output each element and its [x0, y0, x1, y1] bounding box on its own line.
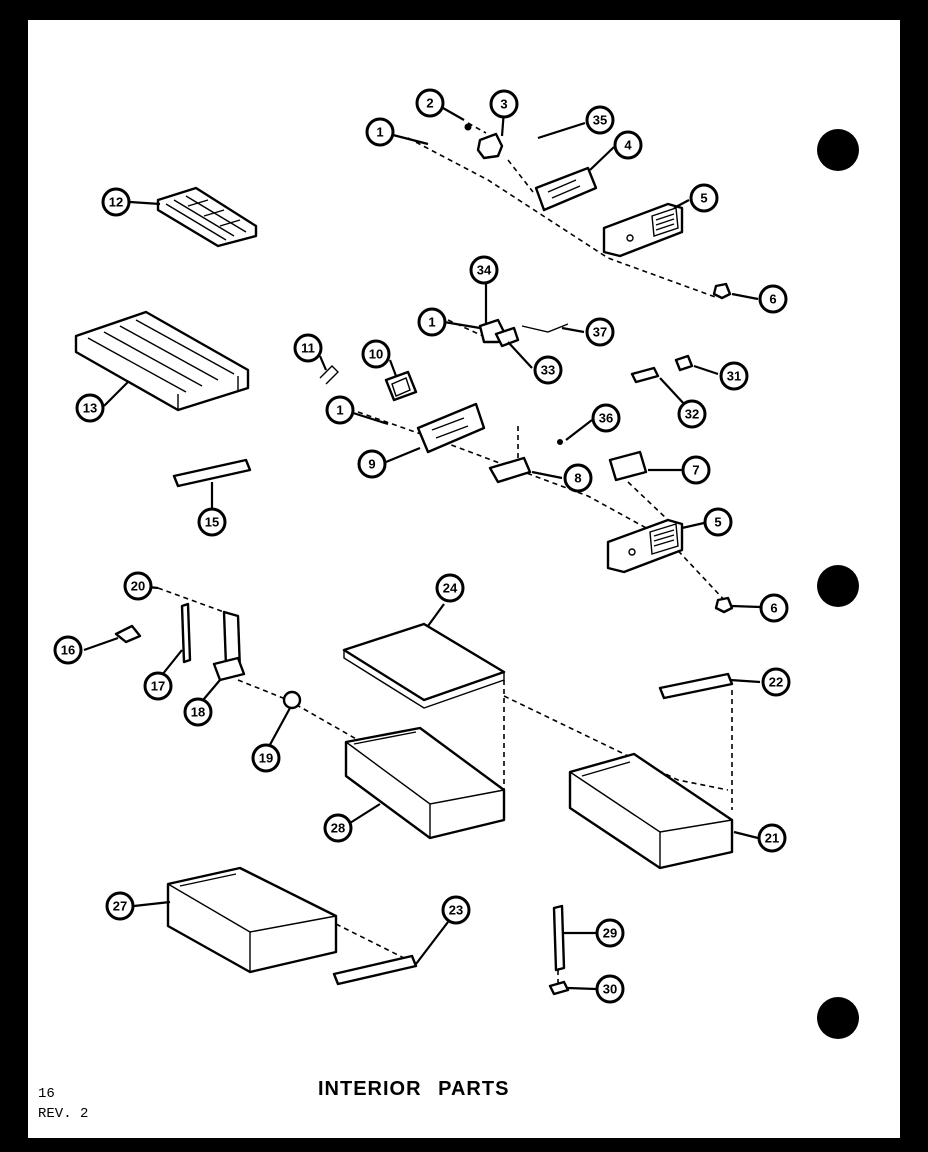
svg-text:27: 27 [113, 899, 127, 914]
svg-text:19: 19 [259, 751, 273, 766]
svg-text:36: 36 [599, 411, 613, 426]
svg-text:4: 4 [624, 138, 632, 153]
svg-text:23: 23 [449, 903, 463, 918]
callout-20: 20 [123, 571, 153, 601]
callout-1-middle: 1 [325, 395, 355, 425]
callout-28: 28 [323, 813, 353, 843]
callout-9: 9 [357, 449, 387, 479]
page-number: 16 [38, 1086, 55, 1102]
svg-text:37: 37 [593, 325, 607, 340]
svg-text:22: 22 [769, 675, 783, 690]
svg-text:35: 35 [593, 113, 607, 128]
callout-19: 19 [251, 743, 281, 773]
svg-text:9: 9 [368, 457, 375, 472]
callout-18: 18 [183, 697, 213, 727]
callout-30: 30 [595, 974, 625, 1004]
callout-2: 2 [415, 88, 445, 118]
callout-11: 11 [293, 333, 323, 363]
ice-tray-rack [74, 310, 250, 412]
callout-36: 36 [591, 403, 621, 433]
callout-37: 37 [585, 317, 615, 347]
callout-3: 3 [489, 89, 519, 119]
callout-29: 29 [595, 918, 625, 948]
top-control-assembly [407, 122, 732, 300]
middle-control-assembly [319, 318, 734, 614]
parts-diagram-sheet: 1 2 3 35 4 5 6 12 34 1 37 33 13 11 10 1 … [28, 20, 900, 1138]
callout-16: 16 [53, 635, 83, 665]
svg-text:5: 5 [714, 515, 721, 530]
punch-hole-middle [817, 565, 859, 607]
svg-text:6: 6 [769, 292, 776, 307]
svg-text:31: 31 [727, 369, 741, 384]
callouts: 1 2 3 35 4 5 6 12 34 1 37 33 13 11 10 1 … [53, 88, 791, 1004]
svg-text:17: 17 [151, 679, 165, 694]
svg-text:34: 34 [477, 263, 492, 278]
svg-text:13: 13 [83, 401, 97, 416]
punch-hole-top [817, 129, 859, 171]
svg-text:24: 24 [443, 581, 458, 596]
callout-34: 34 [469, 255, 499, 285]
callout-12: 12 [101, 187, 131, 217]
rail-right-upper [658, 672, 734, 810]
svg-text:10: 10 [369, 347, 383, 362]
svg-text:5: 5 [700, 191, 707, 206]
callout-31: 31 [719, 361, 749, 391]
callout-5-middle: 5 [703, 507, 733, 537]
support-post [548, 904, 570, 996]
svg-text:12: 12 [109, 195, 123, 210]
svg-text:1: 1 [376, 125, 383, 140]
ice-tray [156, 186, 258, 248]
callout-10-top: 10 [361, 339, 391, 369]
callout-1-top: 1 [365, 117, 395, 147]
punch-hole-bottom [817, 997, 859, 1039]
callout-4: 4 [613, 130, 643, 160]
svg-text:7: 7 [692, 463, 699, 478]
rail-left [172, 458, 252, 488]
callout-8: 8 [563, 463, 593, 493]
svg-text:21: 21 [765, 831, 779, 846]
svg-text:28: 28 [331, 821, 345, 836]
rail-bottom [332, 954, 418, 986]
svg-text:1: 1 [336, 403, 343, 418]
callout-24: 24 [435, 573, 465, 603]
crisper-pan-left [344, 726, 506, 840]
callout-15: 15 [197, 507, 227, 537]
callout-35: 35 [585, 105, 615, 135]
callout-1-middle-upper: 1 [417, 307, 447, 337]
svg-text:11: 11 [301, 341, 315, 356]
callout-22: 22 [761, 667, 791, 697]
svg-text:15: 15 [205, 515, 219, 530]
callout-21: 21 [757, 823, 787, 853]
exploded-parts-drawing: 1 2 3 35 4 5 6 12 34 1 37 33 13 11 10 1 … [53, 88, 859, 1039]
callout-17: 17 [143, 671, 173, 701]
svg-text:33: 33 [541, 363, 555, 378]
drawer-right [568, 752, 734, 870]
callout-6-top: 6 [758, 284, 788, 314]
svg-text:2: 2 [426, 96, 433, 111]
callout-7: 7 [681, 455, 711, 485]
shelf-cover [342, 622, 729, 820]
callout-6-middle: 6 [759, 593, 789, 623]
svg-text:1: 1 [428, 315, 435, 330]
callout-32: 32 [677, 399, 707, 429]
svg-text:30: 30 [603, 982, 617, 997]
callout-23: 23 [441, 895, 471, 925]
svg-text:8: 8 [574, 471, 581, 486]
callout-13: 13 [75, 393, 105, 423]
svg-text:18: 18 [191, 705, 205, 720]
diagram-title: INTERIOR PARTS [318, 1078, 510, 1100]
svg-text:20: 20 [131, 579, 145, 594]
svg-text:3: 3 [500, 97, 507, 112]
svg-text:32: 32 [685, 407, 699, 422]
callout-27: 27 [105, 891, 135, 921]
revision-label: REV. 2 [38, 1106, 89, 1122]
svg-text:29: 29 [603, 926, 617, 941]
svg-text:6: 6 [770, 601, 777, 616]
bracket-assembly [114, 587, 359, 741]
drawer-left [166, 866, 409, 974]
svg-text:16: 16 [61, 643, 75, 658]
callout-5-top: 5 [689, 183, 719, 213]
callout-33: 33 [533, 355, 563, 385]
